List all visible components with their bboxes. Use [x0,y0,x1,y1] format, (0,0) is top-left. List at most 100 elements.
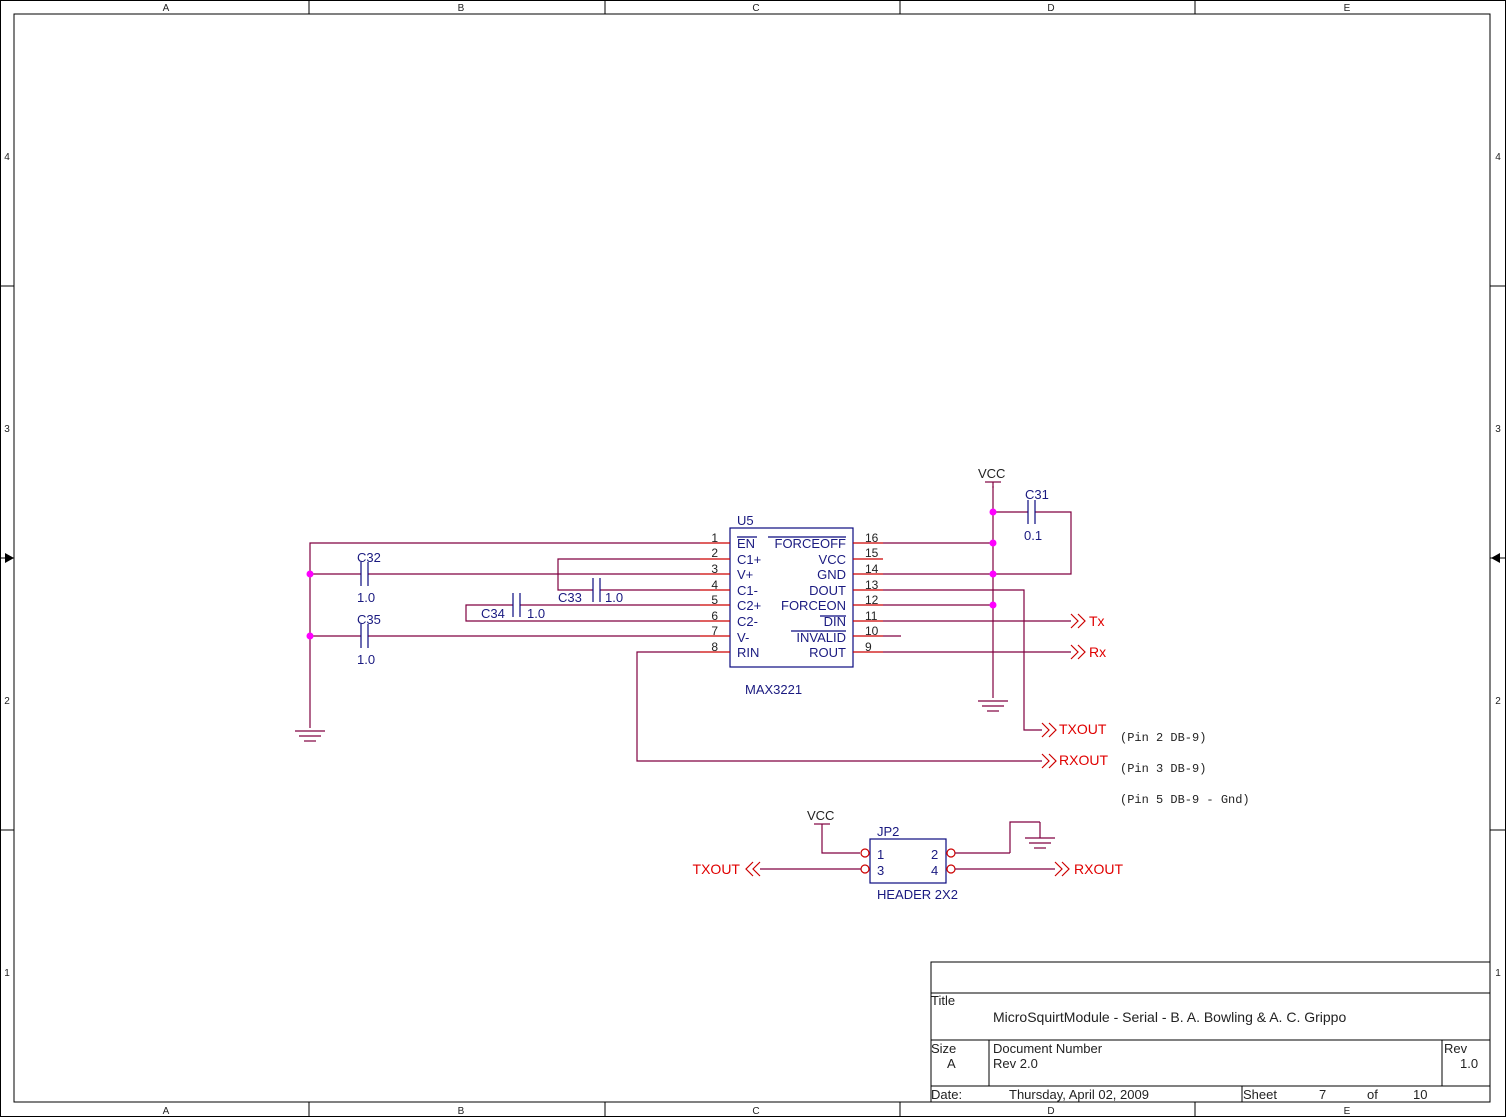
col-label-b-bottom: B [458,1106,465,1117]
u5-pin-name-vplus: V+ [737,567,753,582]
u5-pin-name-gnd: GND [817,567,846,582]
c34-value: 1.0 [527,606,545,621]
jp2-ref: JP2 [877,824,899,839]
capacitor-labels: C32 1.0 C35 1.0 C33 1.0 C34 1.0 C31 0.1 [357,487,1049,667]
ground-symbol-right [978,700,1008,712]
title-block [930,961,1491,1103]
document-number: Rev 2.0 [993,1056,1038,1071]
u5-left-pin-numbers: 1 2 3 4 5 6 7 8 [711,531,718,654]
u5-pin-num-13: 13 [865,578,879,592]
row-label-2-right: 2 [1495,696,1501,707]
u5-pin-num-5: 5 [711,593,718,607]
u5-pin-name-c1m: C1- [737,583,758,598]
c34-ref: C34 [481,606,505,621]
u5-pin-name-invalid: INVALID [796,630,846,645]
c33-ref: C33 [558,590,582,605]
c35-ref: C35 [357,612,381,627]
c32-value: 1.0 [357,590,375,605]
c31-ref: C31 [1025,487,1049,502]
u5-pin-num-1: 1 [711,531,718,545]
u5-pin-name-c2m: C2- [737,614,758,629]
wires [309,486,1072,762]
row-label-2-left: 2 [4,696,10,707]
jp2-pin-1: 1 [877,847,884,862]
col-label-a-bottom: A [163,1106,170,1117]
jp2-pin-3: 3 [877,863,884,878]
u5-pin-name-rout: ROUT [809,645,846,660]
u5-pin-num-2: 2 [711,546,718,560]
u5-pin-name-din: DIN [824,614,846,629]
u5-right-pin-numbers: 16 15 14 13 12 11 10 9 [865,531,879,654]
net-labels: Tx Rx TXOUT RXOUT RXOUT TXOUT [693,613,1124,877]
u5-pin-name-en: EN [737,536,755,551]
note-gnd-pin: (Pin 5 DB-9 - Gnd) [1120,793,1250,807]
u5-pin-num-9: 9 [865,640,872,654]
u5-pin-num-15: 15 [865,546,879,560]
jp2-header[interactable]: JP2 HEADER 2X2 1 2 3 4 [760,824,1055,902]
of-label: of [1367,1087,1378,1102]
jp2-part: HEADER 2X2 [877,887,958,902]
u5-pin-name-rin: RIN [737,645,759,660]
u5-pin-stubs [700,542,883,653]
col-label-a-top: A [163,3,170,14]
col-label-e-top: E [1344,3,1351,14]
u5-ref: U5 [737,513,754,528]
rev-label: Rev [1444,1041,1468,1056]
u5-right-pin-names: FORCEOFF VCC GND DOUT FORCEON DIN INVALI… [775,536,847,660]
jp2-pin-4: 4 [931,863,938,878]
net-label-jp2-rxout: RXOUT [1074,861,1123,877]
u5-pin-num-8: 8 [711,640,718,654]
col-label-e-bottom: E [1344,1106,1351,1117]
row-label-4-right: 4 [1495,152,1501,163]
u5-pin-num-12: 12 [865,593,879,607]
u5-pin-num-4: 4 [711,578,718,592]
size-value: A [947,1056,956,1071]
u5-pin-num-16: 16 [865,531,879,545]
capacitor-symbols [360,500,1036,648]
u5-pin-name-c2p: C2+ [737,598,761,613]
date-label: Date: [931,1087,962,1102]
c31-value: 0.1 [1024,528,1042,543]
u5-body[interactable] [729,527,854,668]
u5-pin-num-11: 11 [865,609,878,623]
net-label-jp2-txout: TXOUT [693,861,741,877]
col-label-d-bottom: D [1047,1106,1054,1117]
c32-ref: C32 [357,550,381,565]
ground-symbol-jp2 [1009,821,1055,853]
c35-value: 1.0 [357,652,375,667]
row-label-1-right: 1 [1495,968,1501,979]
col-label-c-bottom: C [752,1106,759,1117]
vcc-label-u5: VCC [978,466,1005,481]
row-label-3-left: 3 [4,424,10,435]
u5-pin-name-forceoff: FORCEOFF [775,536,847,551]
vcc-label-jp2: VCC [807,808,834,823]
u5-pin-num-7: 7 [711,624,718,638]
u5-pin-num-14: 14 [865,562,879,576]
rev-value: 1.0 [1460,1056,1478,1071]
sheet-total: 10 [1413,1087,1427,1102]
u5-pin-name-vminus: V- [737,630,749,645]
u5-chip[interactable]: U5 MAX3221 [729,513,854,697]
sheet-label: Sheet [1243,1087,1277,1102]
u5-pin-name-c1p: C1+ [737,552,761,567]
u5-pin-num-10: 10 [865,624,879,638]
jp2-body[interactable] [869,838,947,884]
row-label-4-left: 4 [4,152,10,163]
note-rxout-pin: (Pin 3 DB-9) [1120,762,1206,776]
row-label-3-right: 3 [1495,424,1501,435]
u5-part: MAX3221 [745,682,802,697]
db9-notes: (Pin 2 DB-9) (Pin 3 DB-9) (Pin 5 DB-9 - … [1120,731,1250,807]
ground-symbol-left [295,730,325,742]
zone-labels: A B C D E A B C D E 4 3 2 1 4 3 2 1 [4,3,1501,1117]
u5-pin-name-dout: DOUT [809,583,846,598]
title-label: Title [931,993,955,1008]
net-label-tx: Tx [1089,613,1105,629]
center-mark-left [5,553,14,563]
u5-pin-num-3: 3 [711,562,718,576]
col-label-b-top: B [458,3,465,14]
net-label-rx: Rx [1089,644,1106,660]
u5-pin-name-forceon: FORCEON [781,598,846,613]
sheet-number: 7 [1319,1087,1326,1102]
vcc-symbol-jp2 [814,823,860,854]
u5-left-pin-names: EN C1+ V+ C1- C2+ C2- V- RIN [737,536,761,660]
